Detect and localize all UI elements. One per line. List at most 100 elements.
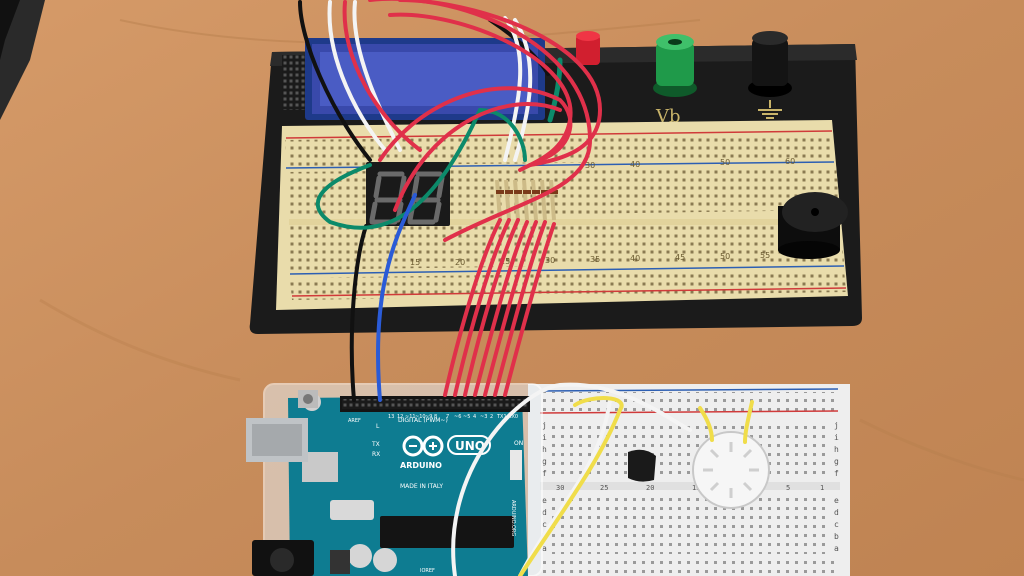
row-letter: e (834, 496, 839, 505)
col-number: 20 (455, 258, 465, 267)
row-letter: g (542, 457, 547, 466)
col-number: 15 (410, 258, 420, 267)
white-wire (327, 0, 387, 152)
seven-segment-display (366, 162, 450, 226)
white-wire (451, 382, 692, 576)
usb-port[interactable] (246, 418, 308, 462)
ioref-label: IOREF (420, 568, 435, 574)
col-number: 1 (820, 484, 824, 492)
red-wire (493, 220, 547, 397)
buzzer (778, 192, 848, 259)
col-number: 50 (720, 158, 730, 167)
col-number: 55 (760, 251, 770, 260)
uno-label: UNO (455, 439, 485, 453)
arduino-pin-numbers: 13 12 ~11 ~10 ~9 8 7 ~6 ~5 4 ~3 2 TX1 RX… (388, 414, 518, 420)
yellow-wire (743, 400, 754, 444)
led-label-tx: TX (371, 441, 380, 448)
small-breadboard-row-letters: j i h g f e d c b a j i h g f e d c b a (542, 421, 839, 553)
col-number: 15 (692, 484, 700, 492)
jumper-wires (298, 0, 754, 576)
pin-number: ~11 (405, 414, 416, 420)
row-letter: g (834, 457, 839, 466)
arduino-url: ARDUINO.ORG (510, 500, 516, 536)
arduino-led-labels: L TX RX ON (371, 423, 523, 458)
aref-label: AREF (348, 418, 361, 424)
row-letter: e (542, 496, 547, 505)
pin-number: ~10 (415, 414, 426, 420)
pin-number: ~9 (425, 414, 432, 420)
red-wire (473, 220, 529, 397)
resistor-array (495, 179, 558, 221)
black-binding-post[interactable] (748, 31, 792, 97)
ground-symbol (758, 100, 782, 119)
green-binding-post[interactable] (653, 34, 697, 97)
row-letter: f (542, 469, 547, 478)
blue-wire (376, 193, 417, 402)
pin-number: RX0 (508, 414, 518, 420)
yellow-wire (698, 406, 714, 442)
col-number: 60 (785, 157, 795, 166)
pin-number: 4 (473, 414, 476, 420)
made-in-label: MADE IN ITALY (400, 483, 443, 490)
red-wire (443, 218, 502, 397)
small-breadboard (528, 384, 850, 576)
row-letter: b (834, 532, 839, 541)
col-number: 5 (786, 484, 790, 492)
red-wire (342, 0, 422, 152)
row-letter: i (834, 433, 839, 442)
led-label-on: ON (514, 440, 523, 447)
potentiometer[interactable] (692, 431, 770, 509)
row-letter: a (542, 544, 547, 553)
col-number: 45 (675, 253, 685, 262)
pin-number: 12 (397, 414, 403, 420)
breadboard-column-numbers: 30 40 50 60 15 20 25 30 35 40 45 50 55 (410, 157, 795, 267)
red-wire (453, 218, 511, 397)
col-number: 25 (500, 257, 510, 266)
lcd-module (305, 38, 545, 120)
pin-number: ~5 (463, 414, 470, 420)
row-letter: d (542, 508, 547, 517)
col-number: 30 (556, 484, 564, 492)
col-number: 20 (646, 484, 654, 492)
led-label-rx: RX (372, 451, 380, 458)
col-number: 25 (600, 484, 608, 492)
led-label-l: L (376, 423, 380, 430)
pin-number: ~6 (454, 414, 461, 420)
row-letter: j (834, 421, 839, 430)
row-letter: d (834, 508, 839, 517)
red-wire (463, 218, 520, 397)
white-wire (352, 0, 402, 152)
power-jack[interactable] (252, 540, 314, 576)
arduino-logo (402, 435, 444, 457)
black-wire (349, 224, 368, 402)
col-number: 40 (630, 254, 640, 263)
transistor-sensor (628, 449, 656, 482)
reset-button[interactable] (298, 390, 318, 408)
row-letter: c (542, 520, 547, 529)
red-wire (398, 0, 603, 167)
pin-number: 8 (434, 414, 437, 420)
col-number: 50 (720, 252, 730, 261)
white-wire (518, 398, 612, 576)
pin-number: 2 (490, 414, 493, 420)
row-letter: h (542, 445, 547, 454)
row-letter: a (834, 544, 839, 553)
pin-number: 7 (446, 414, 449, 420)
row-letter: i (542, 433, 547, 442)
arduino-brand: ARDUINO (400, 461, 442, 470)
arduino-board (288, 393, 530, 576)
row-letter: f (834, 469, 839, 478)
red-wire (503, 222, 556, 397)
col-number: 30 (545, 256, 555, 265)
red-wire (378, 86, 573, 162)
uno-badge (447, 435, 491, 455)
red-binding-post[interactable] (576, 31, 600, 65)
pin-number: TX1 (496, 414, 507, 420)
col-number: 30 (585, 161, 595, 170)
red-wire (393, 102, 562, 212)
col-number: 40 (630, 160, 640, 169)
row-letter: c (834, 520, 839, 529)
row-letter: j (542, 421, 547, 430)
green-wire (315, 107, 527, 230)
